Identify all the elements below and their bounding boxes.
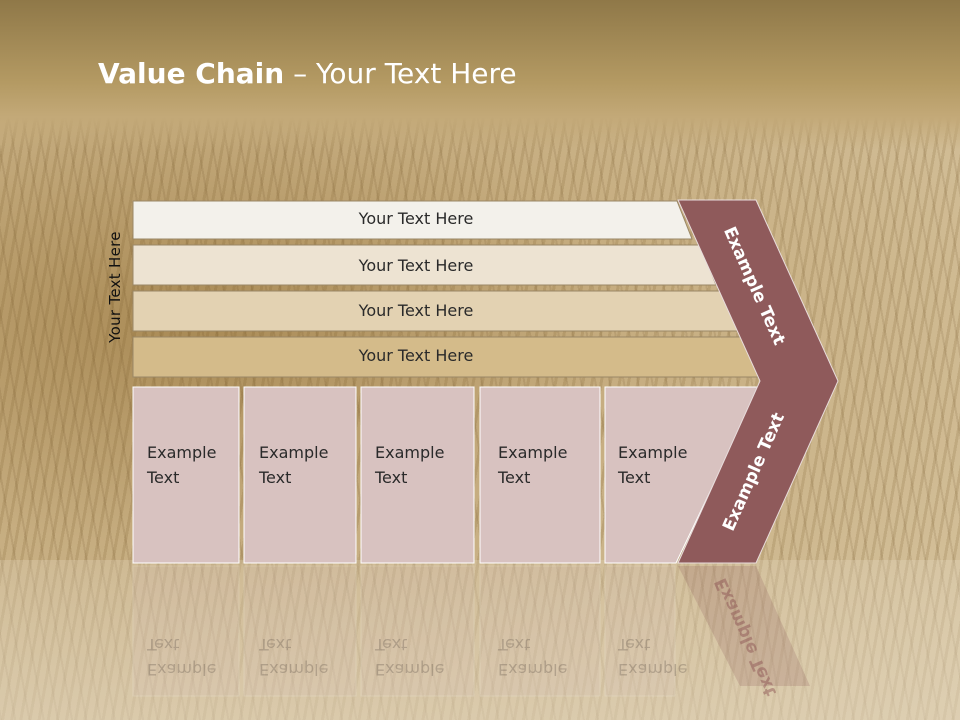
column-1-line1: Example <box>147 443 217 462</box>
column-2-line2: Text <box>259 468 292 487</box>
bar-4-label: Your Text Here <box>358 346 474 365</box>
column-1-reflection-line2: Text <box>147 635 180 654</box>
column-1-line2: Text <box>147 468 180 487</box>
column-5-line1: Example <box>618 443 688 462</box>
column-1 <box>132 386 240 564</box>
column-3-reflection-line2: Text <box>375 635 408 654</box>
bar-3-label: Your Text Here <box>358 301 474 320</box>
column-5-line2: Text <box>618 468 651 487</box>
page-title: Value Chain – Your Text Here <box>98 54 517 94</box>
column-4-reflection-line2: Text <box>498 635 531 654</box>
column-5-reflection: Example Text <box>618 632 687 682</box>
column-1-label: Example Text <box>147 440 216 490</box>
column-5-reflection-line1: Example <box>618 660 688 679</box>
title-rest: – Your Text Here <box>284 57 517 90</box>
bar-1-label: Your Text Here <box>358 209 474 228</box>
column-4-label: Example Text <box>498 440 567 490</box>
title-band <box>0 0 960 150</box>
column-4-reflection: Example Text <box>498 632 567 682</box>
column-5-label: Example Text <box>618 440 687 490</box>
column-1-reflection: Example Text <box>147 632 216 682</box>
column-4 <box>479 386 601 564</box>
column-2-line1: Example <box>259 443 329 462</box>
column-5 <box>604 386 761 564</box>
bar-1 <box>132 200 693 240</box>
column-4-reflection-line1: Example <box>498 660 568 679</box>
column-2-reflection-line1: Example <box>259 660 329 679</box>
column-2-reflection-line2: Text <box>259 635 292 654</box>
column-3-reflection-line1: Example <box>375 660 445 679</box>
reflection-fade <box>0 560 960 720</box>
column-1-reflection-line1: Example <box>147 660 217 679</box>
column-3-line2: Text <box>375 468 408 487</box>
chevron-reflection <box>678 566 810 686</box>
columns-reflection <box>132 565 676 697</box>
column-2 <box>243 386 357 564</box>
bar-2-label: Your Text Here <box>358 256 474 275</box>
column-3-reflection: Example Text <box>375 632 444 682</box>
column-3-line1: Example <box>375 443 445 462</box>
column-2-label: Example Text <box>259 440 328 490</box>
column-3-label: Example Text <box>375 440 444 490</box>
column-4-line1: Example <box>498 443 568 462</box>
column-4-line2: Text <box>498 468 531 487</box>
chevron-shape <box>677 199 839 564</box>
column-2-reflection: Example Text <box>259 632 328 682</box>
column-5-reflection-line2: Text <box>618 635 651 654</box>
column-3 <box>360 386 475 564</box>
title-bold: Value Chain <box>98 57 285 90</box>
